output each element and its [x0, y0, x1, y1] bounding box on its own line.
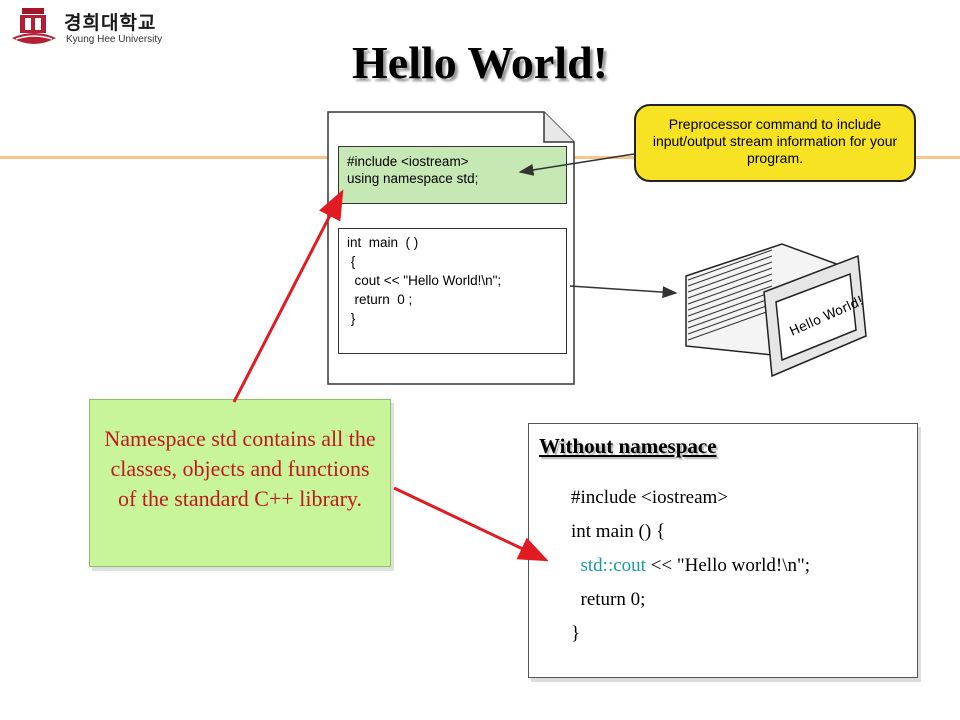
- slide-title: Hello World!: [352, 37, 608, 88]
- code-line: }: [347, 311, 356, 326]
- code-line: {: [347, 254, 356, 269]
- code-line: return 0 ;: [347, 292, 413, 307]
- logo-korean-text: 경희대학교: [64, 12, 157, 34]
- code-line: int main ( ): [347, 235, 419, 250]
- university-emblem-icon: [12, 8, 56, 44]
- university-logo: 경희대학교 Kyung Hee University: [8, 6, 208, 52]
- code-line: }: [571, 623, 581, 644]
- code-line: using namespace std;: [347, 171, 479, 186]
- namespace-note: Namespace std contains all the classes, …: [89, 399, 391, 567]
- code-fragment: return 0;: [580, 589, 646, 610]
- output-arrow: [569, 285, 678, 299]
- code-line: cout << "Hello World!\n";: [347, 273, 502, 288]
- std-prefix: std::cout: [580, 555, 646, 576]
- monitor-icon: Hello World!: [685, 243, 867, 378]
- code-line: int main () {: [571, 521, 666, 542]
- without-namespace-panel: Without namespace #include <iostream> in…: [528, 423, 918, 678]
- include-code-block: #include <iostream> using namespace std;: [338, 146, 567, 204]
- code-line: return 0;: [571, 583, 907, 617]
- code-line: std::cout << "Hello world!\n";: [571, 549, 907, 583]
- preprocessor-callout: Preprocessor command to include input/ou…: [634, 104, 916, 182]
- code-listing: #include <iostream> int main () { std::c…: [539, 481, 907, 651]
- code-line: #include <iostream>: [347, 154, 469, 169]
- logo-english-text: Kyung Hee University: [66, 34, 163, 45]
- main-code-block: int main ( ) { cout << "Hello World!\n";…: [338, 228, 567, 354]
- code-line: #include <iostream>: [571, 487, 729, 508]
- note-to-code-arrow: [393, 486, 549, 562]
- code-fragment: << "Hello world!\n";: [645, 555, 811, 576]
- panel-title: Without namespace: [539, 434, 717, 458]
